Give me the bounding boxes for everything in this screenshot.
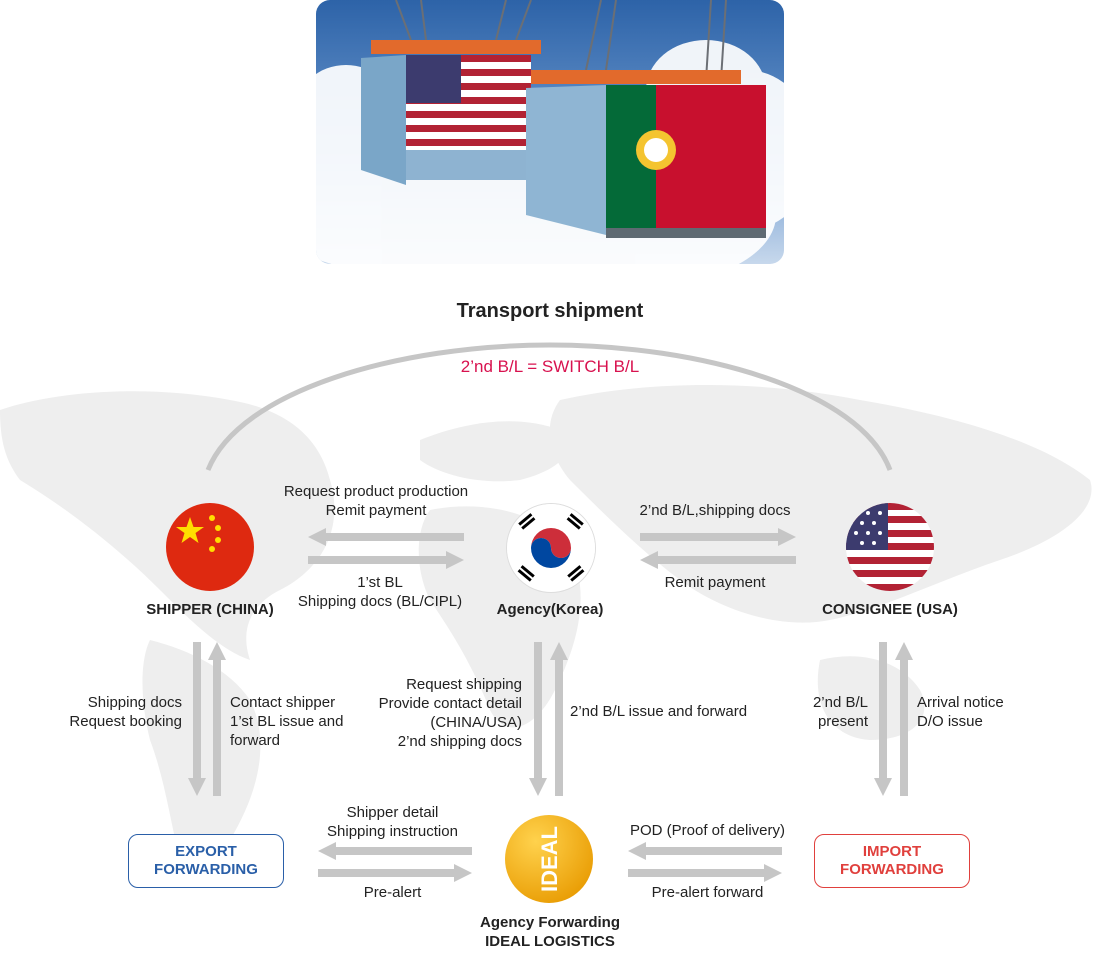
flow-import-to-ideal-label: POD (Proof of delivery): [629, 822, 786, 839]
arrow-shipper-to-export: [188, 642, 206, 796]
arrow-shipper-to-agency: [308, 551, 464, 569]
flow-ideal-to-agency-label: 2’nd B/L issue and forward: [570, 703, 748, 720]
usa-flag-icon: [846, 503, 934, 591]
flow-agency-to-shipper-label: Request product production Remit payment: [283, 483, 469, 519]
flow-ideal-to-import-label: Pre-alert forward: [651, 884, 764, 901]
arrow-ideal-to-agency: [550, 642, 568, 796]
consignee-label: CONSIGNEE (USA): [822, 601, 958, 618]
arrow-export-to-shipper: [208, 642, 226, 796]
flow-import-to-consignee-label: Arrival notice D/O issue: [917, 694, 1004, 730]
shipper-label: SHIPPER (CHINA): [146, 601, 274, 618]
flow-export-to-ideal-label: Pre-alert: [363, 884, 422, 901]
arrow-agency-to-consignee: [640, 528, 796, 546]
agency-label: Agency(Korea): [496, 601, 604, 618]
arrow-export-to-ideal: [318, 864, 472, 882]
switch-bl-label: 2’nd B/L = SWITCH B/L: [460, 357, 640, 376]
korea-flag-icon: [506, 503, 596, 593]
ideal-caption: Agency Forwarding IDEAL LOGISTICS: [479, 914, 621, 950]
flow-agency-to-ideal-label: Request shipping Provide contact detail …: [378, 676, 522, 750]
arrow-consignee-to-import: [874, 642, 892, 796]
flow-shipper-to-export-label: Shipping docs Request booking: [69, 694, 182, 730]
china-flag-icon: [166, 503, 254, 591]
ideal-logo-text: IDEAL: [537, 826, 562, 892]
arrow-agency-to-shipper: [308, 528, 464, 546]
arrow-import-to-ideal: [628, 842, 782, 860]
diagram-title: Transport shipment: [456, 300, 644, 322]
arrow-ideal-to-export: [318, 842, 472, 860]
flow-consignee-to-agency-label: Remit payment: [664, 574, 766, 591]
flow-agency-to-consignee-label: 2’nd B/L,shipping docs: [639, 502, 791, 519]
export-forwarding-box: EXPORT FORWARDING: [128, 834, 284, 888]
hero-image-containers: [316, 0, 784, 264]
ideal-logo: IDEAL: [505, 815, 593, 903]
flow-shipper-to-agency-label: 1’st BL Shipping docs (BL/CIPL): [297, 574, 463, 610]
switch-arc: [205, 342, 893, 471]
arrow-consignee-to-agency: [640, 551, 796, 569]
arrow-ideal-to-import: [628, 864, 782, 882]
flow-ideal-to-export-label: Shipper detail Shipping instruction: [327, 804, 458, 840]
flow-consignee-to-import-label: 2’nd B/L present: [812, 694, 868, 730]
flow-export-to-shipper-label: Contact shipper 1’st BL issue and forwar…: [230, 694, 344, 749]
import-forwarding-box: IMPORT FORWARDING: [814, 834, 970, 888]
arrow-agency-to-ideal: [529, 642, 547, 796]
arrow-import-to-consignee: [895, 642, 913, 796]
